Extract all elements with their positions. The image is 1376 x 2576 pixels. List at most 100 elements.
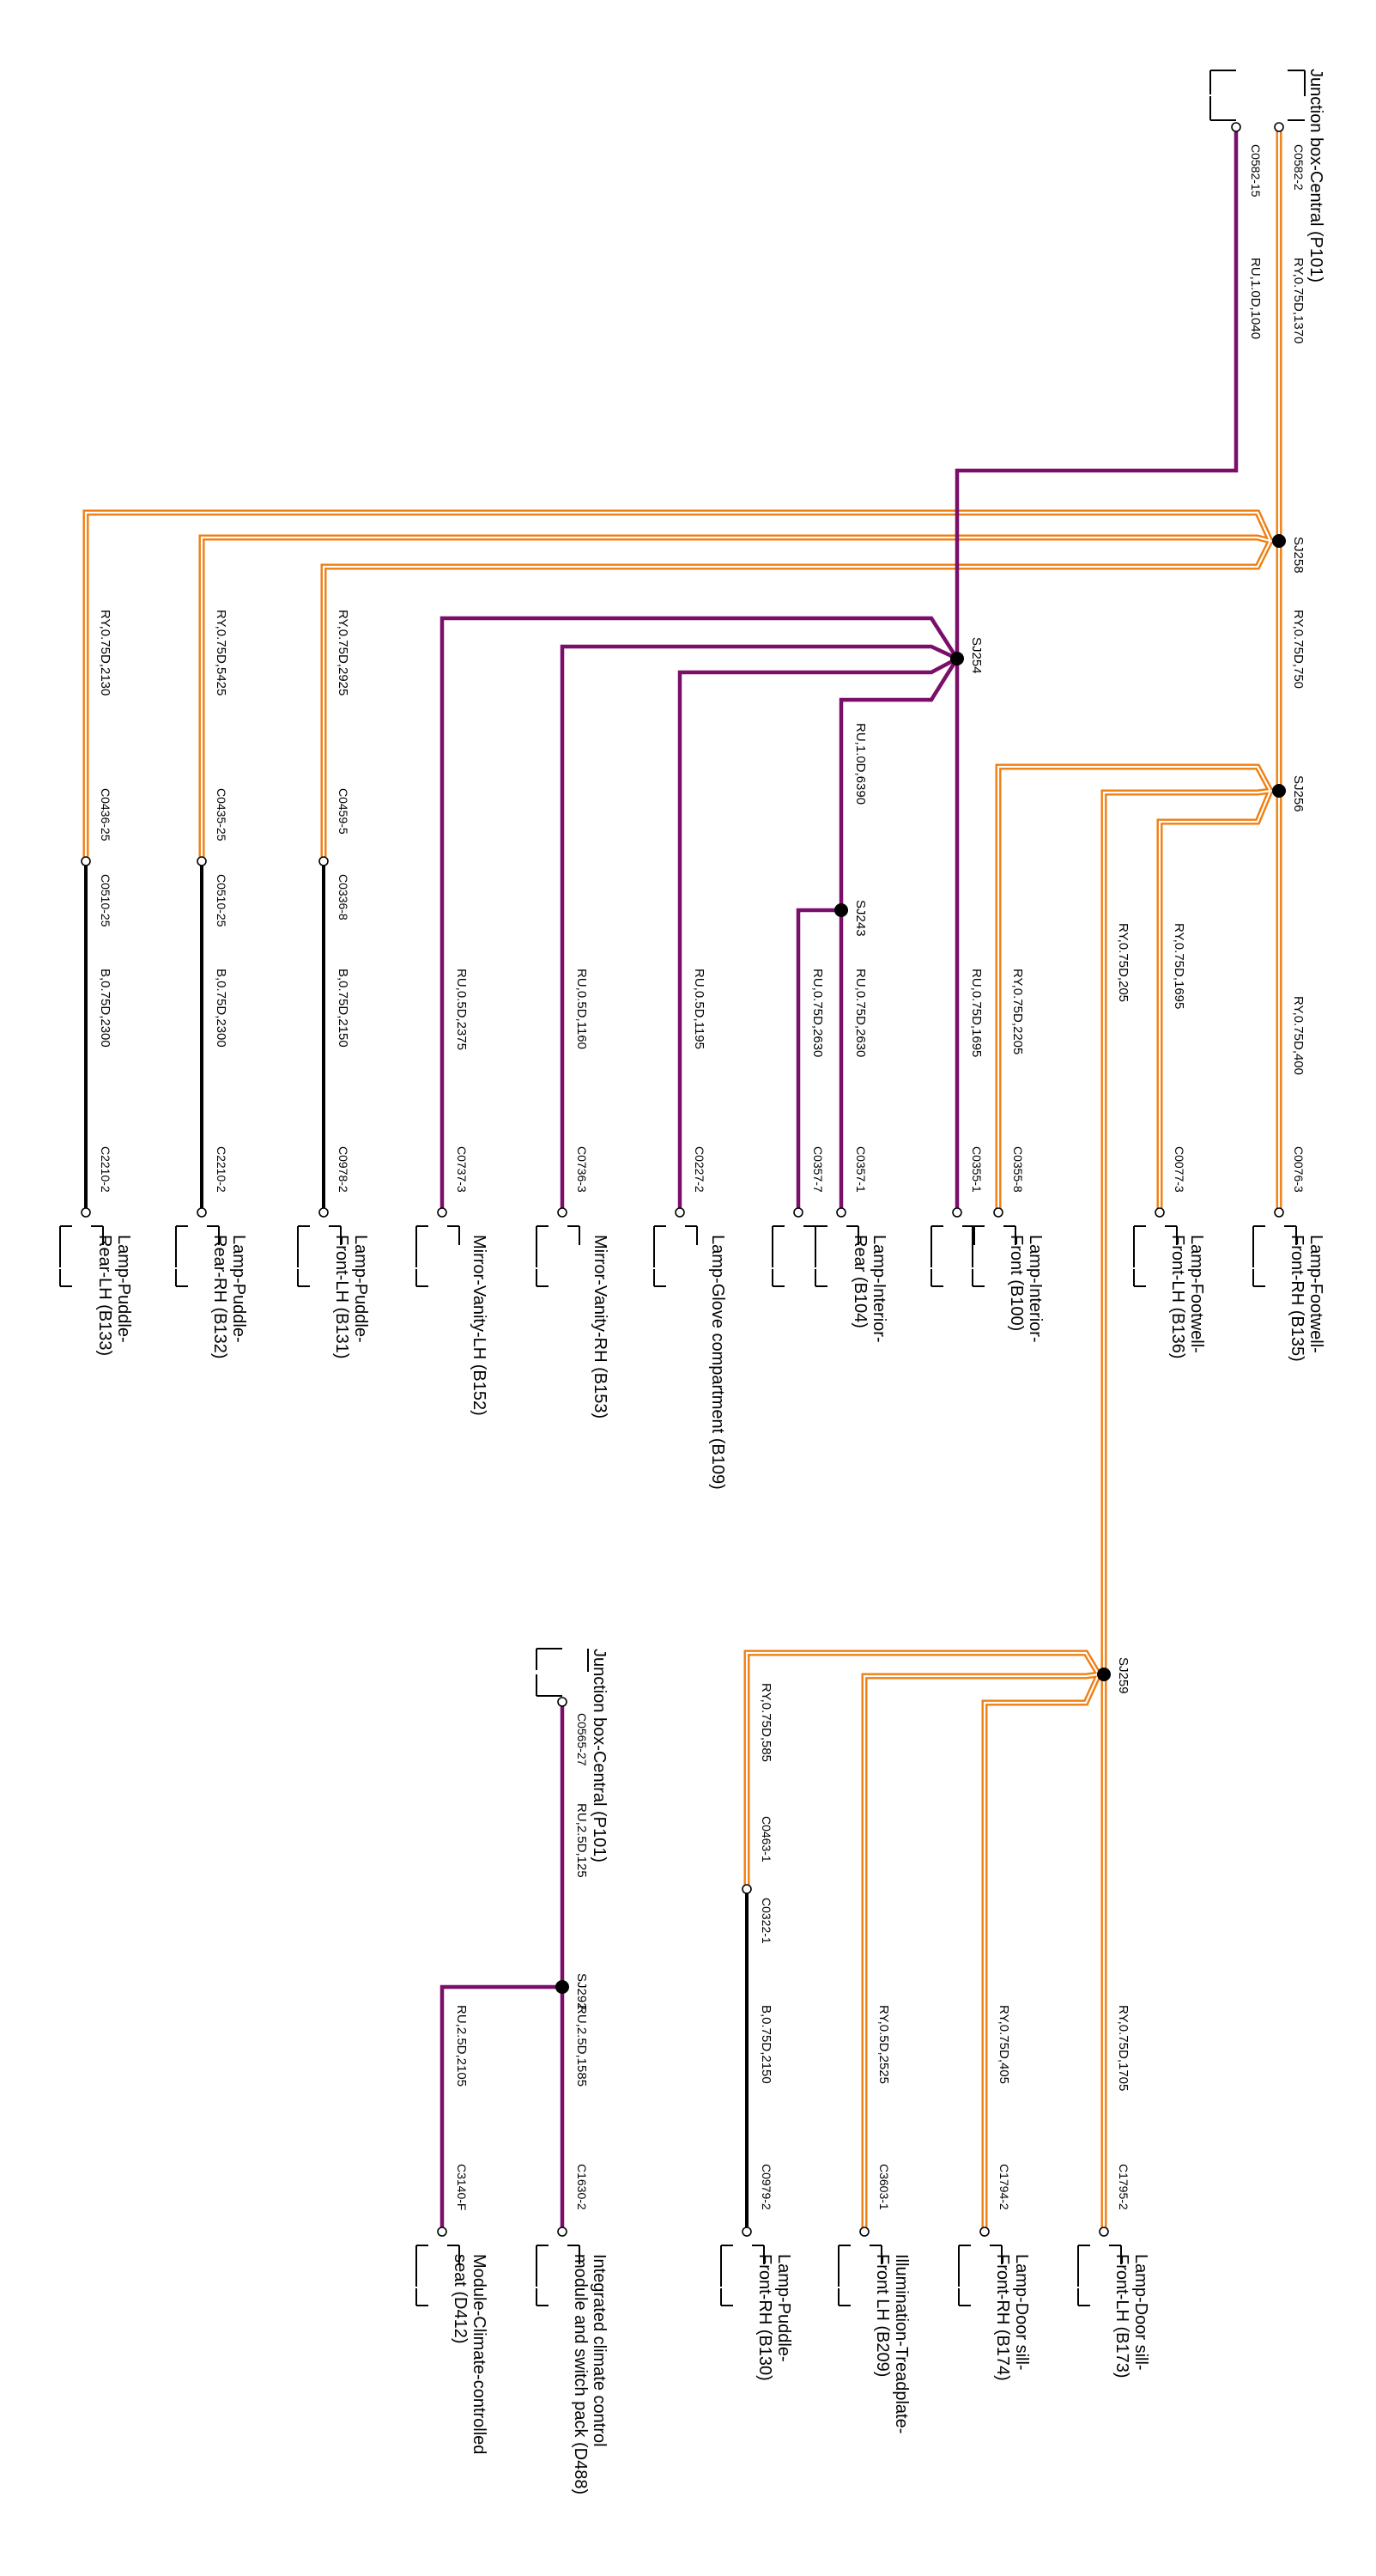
wire-ry-5425-core bbox=[200, 536, 1271, 857]
connector-label: C0979-2 bbox=[760, 2164, 773, 2210]
connector-pin bbox=[993, 1207, 1003, 1218]
connector-label: C3140-F bbox=[455, 2164, 469, 2210]
splice-sj256 bbox=[1272, 784, 1286, 798]
connector-pin bbox=[557, 1697, 567, 1707]
component-bracket bbox=[930, 1225, 975, 1287]
connector-pin bbox=[1274, 1207, 1284, 1218]
splice-sj258 bbox=[1272, 534, 1286, 548]
component-d488-l1: Integrated climate control bbox=[590, 2254, 609, 2447]
component-b104-l1: Lamp-Interior- bbox=[870, 1235, 888, 1343]
wire-label: RY,0.75D,1705 bbox=[1116, 2005, 1131, 2091]
wire-label: RY,0.75D,2130 bbox=[98, 610, 112, 696]
splice-label-sj258: SJ258 bbox=[1291, 537, 1306, 574]
wire-label: RY,0.75D,750 bbox=[1291, 610, 1306, 689]
connector-pin bbox=[81, 856, 91, 866]
component-bracket bbox=[838, 2245, 882, 2306]
connector-pin bbox=[437, 2227, 447, 2237]
connector-label: C0737-3 bbox=[455, 1146, 469, 1193]
component-bracket bbox=[1077, 2245, 1122, 2306]
connector-label: C0355-8 bbox=[1011, 1146, 1025, 1193]
component-bracket bbox=[772, 1225, 816, 1287]
black-wires bbox=[84, 866, 749, 2228]
wire-label: RY,0.75D,205 bbox=[1116, 923, 1131, 1002]
wire-label: RY,0.75D,585 bbox=[759, 1683, 773, 1762]
component-b135-l1: Lamp-Footwell- bbox=[1306, 1235, 1325, 1353]
connector-pin bbox=[793, 1207, 803, 1218]
wire-label: RU,0.5D,1195 bbox=[692, 969, 706, 1049]
component-bracket bbox=[415, 1225, 460, 1287]
wire-ry-205-1705-core bbox=[1102, 789, 1271, 2228]
connector-label: C0510-25 bbox=[215, 874, 228, 927]
wire-label: RY,0.5D,2525 bbox=[876, 2005, 891, 2084]
connector-pin bbox=[979, 2227, 990, 2237]
wire-ru-2375 bbox=[439, 616, 959, 1209]
connector-label: C0582-2 bbox=[1292, 144, 1306, 191]
connector-pin bbox=[1274, 122, 1284, 132]
wire-label: RY,0.75D,405 bbox=[997, 2005, 1011, 2084]
wire-label: RU,2.5D,2105 bbox=[454, 2005, 469, 2087]
connector-pin bbox=[859, 2227, 870, 2237]
component-bracket bbox=[297, 1225, 342, 1287]
component-b109: Lamp-Glove compartment (B109) bbox=[708, 1235, 727, 1490]
component-bracket bbox=[536, 1225, 580, 1287]
connector-pin bbox=[1231, 122, 1241, 132]
wire-ry-585 bbox=[743, 1649, 1102, 1885]
wire-label: RU,1.0D,6390 bbox=[853, 723, 868, 805]
connector-pin bbox=[557, 2227, 567, 2237]
component-bracket bbox=[1133, 1225, 1178, 1287]
splice-sj243 bbox=[834, 903, 848, 917]
wire-ry-405 bbox=[981, 1673, 1102, 2228]
component-bracket bbox=[815, 1225, 859, 1287]
wire-label: RY,0.75D,400 bbox=[1291, 996, 1306, 1075]
connector-pin bbox=[952, 1207, 962, 1218]
wire-label: RU,2.5D,1585 bbox=[574, 2005, 589, 2087]
connector-label: C0582-15 bbox=[1249, 144, 1263, 197]
wire-label: RU,0.5D,2375 bbox=[454, 969, 469, 1050]
connector-label: C0227-2 bbox=[693, 1146, 706, 1193]
splices bbox=[555, 534, 1286, 1994]
component-b153: Mirror-Vanity-RH (B153) bbox=[591, 1235, 609, 1419]
component-b132-l1: Lamp-Puddle- bbox=[229, 1235, 248, 1343]
component-bracket bbox=[720, 2245, 765, 2306]
component-b152: Mirror-Vanity-LH (B152) bbox=[470, 1235, 488, 1416]
component-bracket bbox=[175, 1225, 220, 1287]
component-b136-l1: Lamp-Footwell- bbox=[1187, 1235, 1206, 1353]
connector-pin bbox=[81, 1207, 91, 1218]
wires bbox=[82, 127, 1282, 2228]
connector-label: C0435-25 bbox=[215, 788, 228, 841]
wire-ry-2525-core bbox=[863, 1673, 1100, 2228]
bracket-jb-bottom bbox=[536, 1648, 589, 1697]
connector-pin bbox=[197, 856, 207, 866]
component-b133-l1: Lamp-Puddle- bbox=[114, 1235, 133, 1343]
splice-sj254 bbox=[950, 652, 964, 665]
bracket-jb-top bbox=[1209, 70, 1306, 121]
wire-label: B,0.75D,2300 bbox=[98, 969, 112, 1048]
connector-label: C0336-8 bbox=[336, 874, 350, 920]
connector-label: C0357-1 bbox=[854, 1146, 868, 1193]
connector-label: C0355-1 bbox=[970, 1146, 984, 1193]
component-brackets bbox=[536, 70, 1306, 1697]
connector-label: C3603-1 bbox=[877, 2164, 891, 2210]
wire-ry-2205 bbox=[995, 763, 1274, 1209]
wire-label: RY,0.75D,2925 bbox=[336, 610, 350, 696]
component-b209-l2: Front LH (B209) bbox=[873, 2254, 892, 2377]
wire-label: B,0.75D,2300 bbox=[214, 969, 228, 1048]
connector-label: C0565-27 bbox=[575, 1713, 589, 1766]
wire-ry-405-core bbox=[983, 1674, 1100, 2228]
connector-label: C0510-25 bbox=[99, 874, 112, 927]
connector-label: C0978-2 bbox=[336, 1146, 350, 1193]
wire-ry-2925 bbox=[320, 539, 1274, 857]
splice-label-sj259: SJ259 bbox=[1116, 1657, 1131, 1694]
wire-label: B,0.75D,2150 bbox=[336, 969, 350, 1048]
connector-label: C0459-5 bbox=[336, 788, 350, 835]
component-d488-l2: module and switch pack (D488) bbox=[571, 2254, 590, 2494]
wire-ry-1695-core bbox=[1158, 790, 1272, 1209]
connector-pin bbox=[742, 1884, 752, 1894]
component-b131-l1: Lamp-Puddle- bbox=[351, 1235, 370, 1343]
component-b209-l1: Illumination-Treadplate- bbox=[892, 2254, 911, 2433]
wire-label: RU,0.5D,1160 bbox=[574, 969, 589, 1049]
connector-label: C0736-3 bbox=[575, 1146, 589, 1193]
splice-sj259 bbox=[1097, 1668, 1111, 1681]
connector-pin bbox=[318, 1207, 329, 1218]
wire-ry-2130-core bbox=[84, 511, 1272, 857]
